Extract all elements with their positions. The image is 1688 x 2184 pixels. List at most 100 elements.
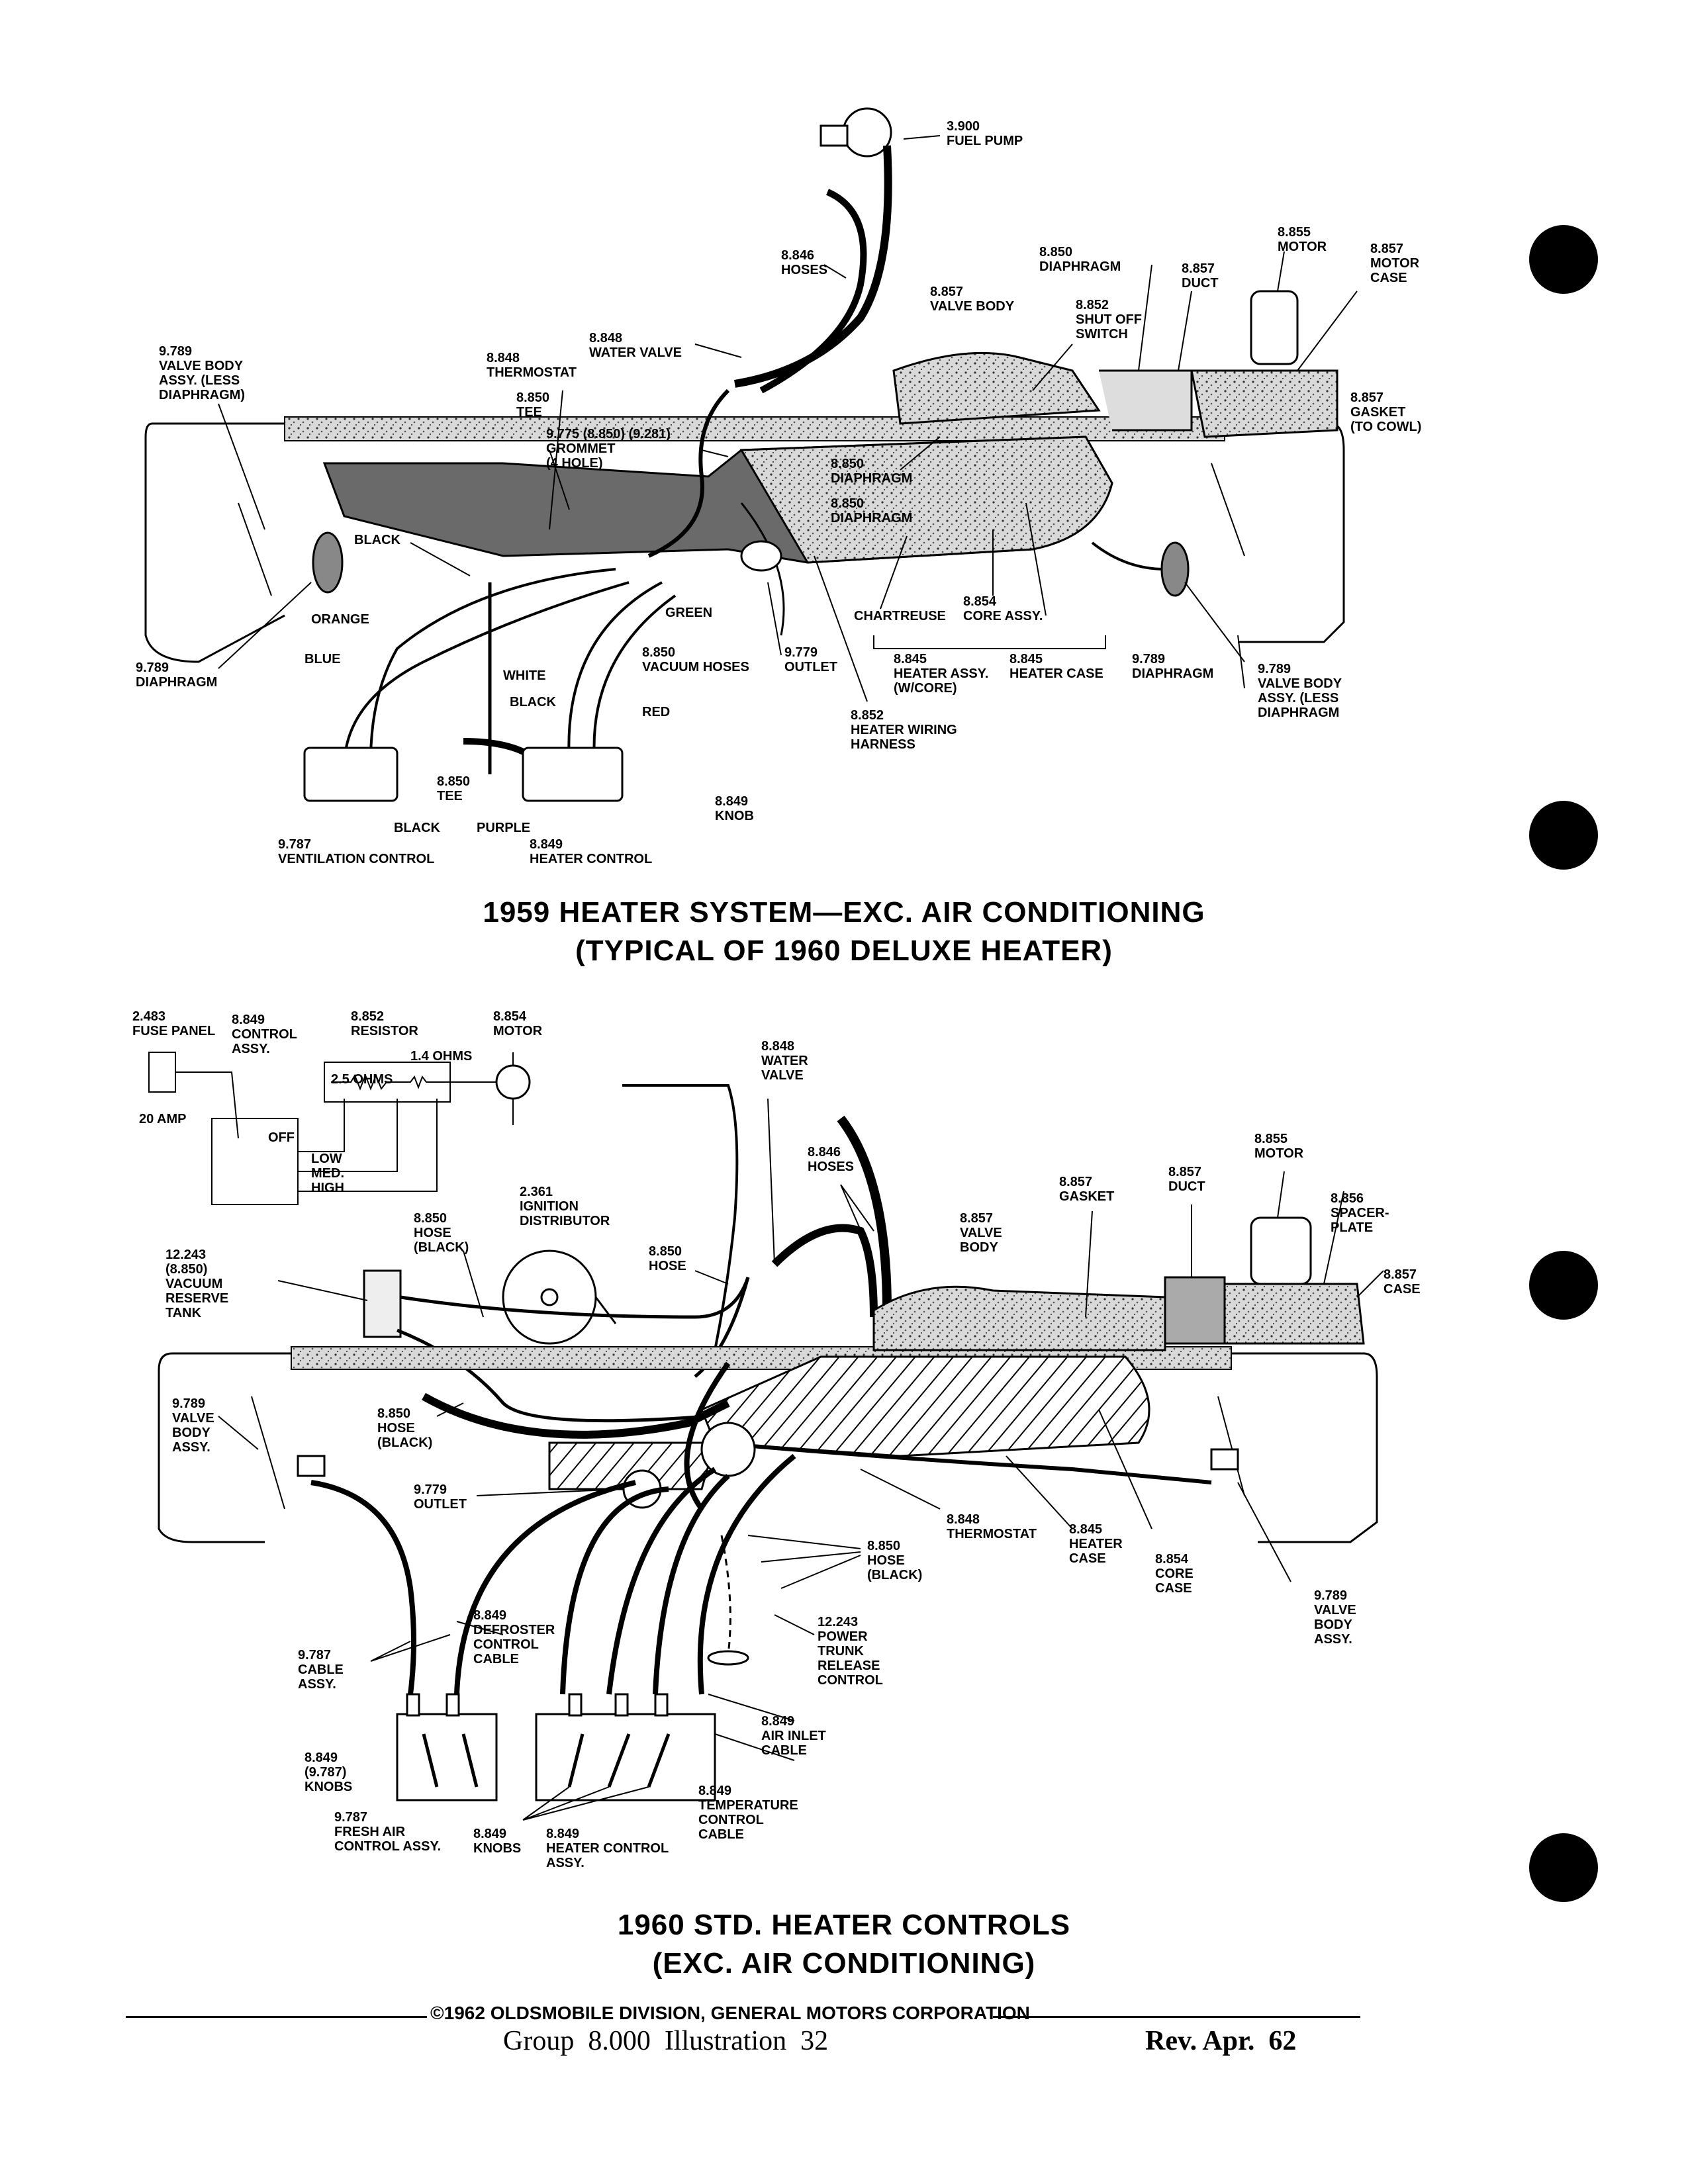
label-line: BODY [960,1240,998,1255]
label-off: OFF [268,1130,295,1145]
label-line: HOSES [781,263,828,277]
label-knobs-left: 8.849(9.787)KNOBS [305,1751,352,1794]
top-caption-line-2: (TYPICAL OF 1960 DELUXE HEATER) [575,934,1113,967]
label-line: GASKET [1350,405,1406,420]
label-line: 8.857 [1370,242,1404,256]
label-black-3: BLACK [394,821,440,835]
footer-group-illustration: Group 8.000 Illustration 32 [503,2026,829,2056]
label-line: VALVE [761,1068,804,1083]
label-line: RED [642,705,671,719]
label-line: OUTLET [414,1497,467,1512]
label-line: PURPLE [477,821,531,835]
label-line: 1.4 OHMS [410,1049,473,1064]
label-line: HOSE [377,1421,415,1435]
label-line: OUTLET [784,660,837,674]
label-line: ASSY. [546,1856,585,1870]
bottom-diagram [148,1052,1384,1821]
label-line: WATER VALVE [589,345,682,360]
label-line: 2.483 [132,1009,166,1024]
label-line: 8.848 [487,351,520,365]
label-line: 9.787 [278,837,312,852]
label-line: TEMPERATURE [698,1798,798,1813]
label-line: WATER [761,1054,808,1068]
label-line: 8.857 [930,285,964,299]
label-line: CORE ASSY. [963,609,1043,623]
label-line: 8.845 [894,652,927,666]
label-line: RESERVE [165,1291,229,1306]
label-high: HIGH [311,1181,344,1195]
label-line: 8.850 [831,457,865,471]
label-line: 9.789 [1258,662,1291,676]
label-line: 8.846 [808,1145,841,1160]
label-line: TRUNK [818,1644,864,1659]
label-line: SPACER- [1331,1206,1389,1220]
label-line: DIAPHRAGM [1039,259,1121,274]
bottom-caption-line-1: 1960 STD. HEATER CONTROLS [617,1909,1071,1941]
label-line: HEATER CONTROL [530,852,653,866]
label-line: ASSY. (LESS [1258,691,1339,705]
label-line: TANK [165,1306,202,1320]
label-line: CASE [1155,1581,1192,1596]
label-line: GROMMET [546,441,616,456]
label-line: PLATE [1331,1220,1374,1235]
label-line: THERMOSTAT [487,365,577,380]
label-line: VALVE BODY [159,359,244,373]
label-line: HEATER CONTROL [546,1841,669,1856]
label-line: 8.849 [761,1714,795,1729]
label-line: TEE [516,405,542,420]
label-line: FUSE PANEL [132,1024,216,1038]
label-line: IGNITION [520,1199,579,1214]
label-line: HEATER CASE [1009,666,1103,681]
label-line: 9.789 [1132,652,1166,666]
label-line: CORE [1155,1567,1194,1581]
label-line: (BLACK) [867,1568,923,1582]
label-line: 8.849 [698,1784,732,1798]
label-line: 8.848 [589,331,623,345]
label-20-amp: 20 AMP [139,1112,187,1126]
label-line: (4 HOLE) [546,456,603,471]
label-line: CABLE [298,1662,344,1677]
label-orange: ORANGE [311,612,369,627]
label-line: 8.850 [867,1539,901,1553]
label-line: LOW [311,1152,342,1166]
label-blue: BLUE [305,652,340,666]
label-line: ASSY. [298,1677,336,1692]
label-line: MED. [311,1166,344,1181]
label-line: DIAPHRAGM [136,675,218,690]
label-line: BODY [172,1426,211,1440]
label-line: (W/CORE) [894,681,957,696]
label-line: 8.855 [1278,225,1311,240]
label-purple: PURPLE [477,821,530,835]
label-line: 8.849 [232,1013,265,1027]
label-line: 9.779 [784,645,818,660]
binder-hole-4 [1529,1833,1598,1902]
label-line: FRESH AIR [334,1825,406,1839]
label-line: 8.849 [546,1827,580,1841]
label-line: 2.5 OHMS [331,1072,393,1087]
label-line: OFF [268,1130,295,1145]
top-caption-line-1: 1959 HEATER SYSTEM—EXC. AIR CONDITIONING [483,896,1205,929]
label-line: DIAPHRAGM [1132,666,1214,681]
label-line: CONTROL [473,1637,539,1652]
